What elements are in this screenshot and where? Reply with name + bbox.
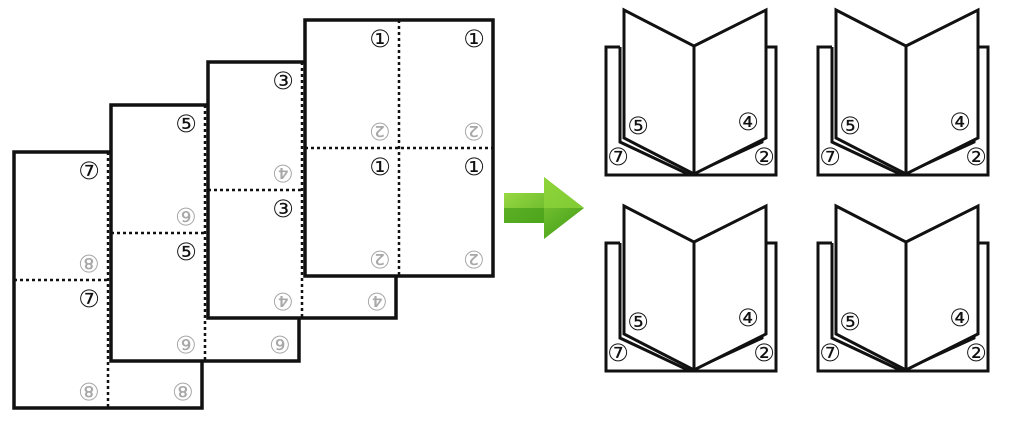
page-number-back: ② [463,117,485,145]
page-number-outer-right: ② [753,339,775,367]
page-number-inner-left: ⑤ [839,112,861,140]
booklet-1: ⑤ ④ ⑦ ② [604,7,778,177]
page-number-back: ⑧ [78,249,100,277]
page-number-back: ② [369,245,391,273]
page-number-front: ③ [272,195,294,223]
booklet-3: ⑤ ④ ⑦ ② [604,203,778,373]
page-number-outer-left: ⑦ [607,339,629,367]
page-number-front: ① [369,153,391,181]
page-number-inner-right: ④ [737,108,759,136]
page-number-back: ④ [366,287,388,315]
page-number-outer-left: ⑦ [819,339,841,367]
page-number-outer-right: ② [965,143,987,171]
page-number-inner-right: ④ [949,108,971,136]
page-number-front: ① [463,153,485,181]
booklet-2: ⑤ ④ ⑦ ② [816,7,990,177]
page-number-front: ① [369,25,391,53]
page-number-back: ⑧ [78,377,100,405]
page-number-front: ⑦ [78,157,100,185]
folded-booklets: ⑤ ④ ⑦ ② ⑤ ④ ⑦ ② ⑤ ④ ⑦ ② ⑤ ④ ⑦ ② [604,7,990,373]
page-number-outer-left: ⑦ [607,143,629,171]
page-number-back: ④ [272,159,294,187]
page-number-front: ⑦ [78,285,100,313]
page-number-front: ⑤ [175,110,197,138]
page-number-back: ⑧ [172,377,194,405]
page-number-back: ⑥ [269,330,291,358]
arrow-shadow [504,208,544,223]
page-number-outer-left: ⑦ [819,143,841,171]
page-number-back: ④ [272,287,294,315]
booklet-4: ⑤ ④ ⑦ ② [816,203,990,373]
page-number-back: ② [463,245,485,273]
stacked-sheets: ⑦⑧⑦⑧⑦⑧⑦⑧⑤⑥⑤⑥⑤⑥⑤⑥③④③④③④③④①②①②①②①② [12,18,495,410]
page-number-back: ② [369,117,391,145]
sheet-4: ① ② ① ② ① ② ① ② [303,18,495,278]
page-number-inner-right: ④ [737,304,759,332]
page-number-inner-right: ④ [949,304,971,332]
page-number-front: ③ [272,67,294,95]
page-number-back: ⑥ [175,330,197,358]
page-number-outer-right: ② [965,339,987,367]
page-number-inner-left: ⑤ [839,308,861,336]
page-number-front: ① [463,25,485,53]
right-arrow-icon [504,177,584,239]
page-number-back: ⑥ [175,202,197,230]
page-number-inner-left: ⑤ [627,112,649,140]
page-number-inner-left: ⑤ [627,308,649,336]
arrow-highlight [544,177,584,208]
page-number-front: ⑤ [175,238,197,266]
page-number-outer-right: ② [753,143,775,171]
